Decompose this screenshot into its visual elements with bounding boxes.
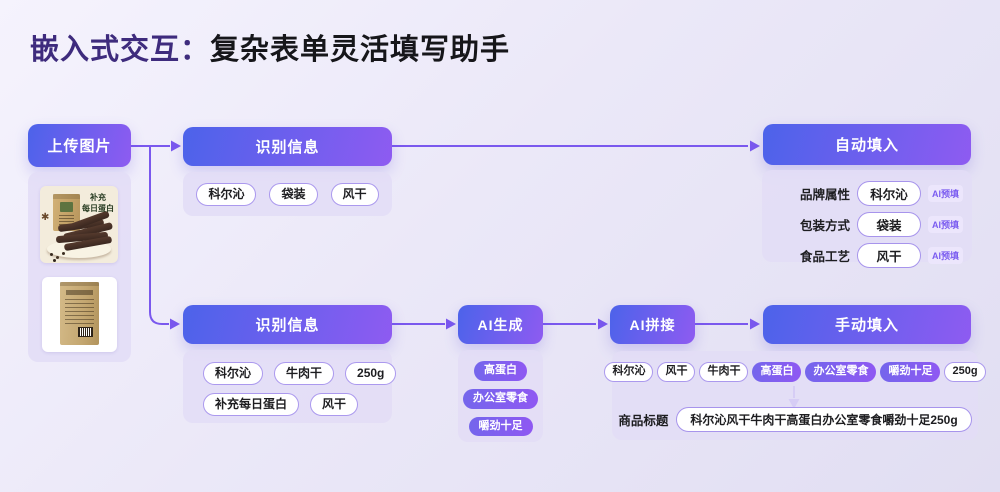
tag-pill: 风干 [657,362,696,382]
result-title-row: 商品标题 科尔沁风干牛肉干高蛋白办公室零食嚼劲十足250g [612,406,978,432]
tag-pill: 科尔沁 [604,362,654,382]
ai-prefill-badge: AI预填 [928,247,964,264]
tag-pill: 风干 [310,393,359,416]
auto-fill-form-panel: 品牌属性 科尔沁 AI预填 包装方式 袋装 AI预填 食品工艺 风干 AI预填 [762,170,972,268]
ai-splice-button[interactable]: AI拼接 [610,305,695,344]
tag-pill: 科尔沁 [203,362,264,385]
manual-fill-button[interactable]: 手动填入 [763,305,971,344]
tag-pill: 科尔沁 [196,182,257,206]
field-label: 食品工艺 [800,250,851,264]
nutrition-label-lines [65,299,94,327]
recognize-info-top-button[interactable]: 识别信息 [183,127,392,166]
auto-fill-button[interactable]: 自动填入 [763,124,971,165]
caption-line1: 补充 [90,193,106,202]
tag-pill: 补充每日蛋白 [203,393,300,416]
field-value-pill[interactable]: 袋装 [857,212,922,237]
form-field-packaging: 包装方式 袋装 AI预填 [800,212,972,237]
form-field-brand: 品牌属性 科尔沁 AI预填 [800,181,972,206]
recognize-bottom-tags-panel: 科尔沁牛肉干 250g 补充每日蛋白风干 [183,350,397,423]
result-title-value-pill[interactable]: 科尔沁风干牛肉干高蛋白办公室零食嚼劲十足250g [676,406,972,432]
tag-pill: 嚼劲十足 [468,416,533,437]
ai-generate-button[interactable]: AI生成 [458,305,543,344]
tag-pill: 250g [944,362,986,382]
ai-prefill-badge: AI预填 [928,185,964,202]
barcode [78,327,93,337]
tag-pill: 风干 [330,182,379,206]
tag-pill: 办公室零食 [463,388,538,409]
field-label: 包装方式 [800,219,851,233]
page-title: 嵌入式交互：复杂表单灵活填写助手 [30,26,510,68]
peppercorns [50,253,53,256]
upload-image-button[interactable]: 上传图片 [28,124,131,167]
page-title-prefix: 嵌入式交互： [30,34,211,66]
nutrition-label-title [66,290,93,295]
field-value-pill[interactable]: 风干 [857,243,922,268]
ai-generate-tags-panel: 高蛋白办公室零食嚼劲十足 [458,350,543,442]
tag-pill: 牛肉干 [699,362,749,382]
recognize-info-bottom-button[interactable]: 识别信息 [183,305,392,344]
kraft-bag-back [60,282,99,345]
tag-pill: 250g [345,362,397,385]
page-title-main: 复杂表单灵活填写助手 [210,34,511,66]
tag-pill: 办公室零食 [805,362,877,382]
tag-pill: 牛肉干 [274,362,335,385]
tag-pill: 高蛋白 [752,362,802,382]
tag-row-2: 补充每日蛋白风干 [203,393,392,416]
star-anise-decoration: ✱ [41,212,50,223]
tag-row-1: 科尔沁牛肉干 250g [203,362,397,385]
result-title-label: 商品标题 [618,413,669,428]
ai-prefill-badge: AI预填 [928,216,964,233]
bag-label [60,202,73,212]
product-photo-front: ✱ 补充 每日蛋白 [40,186,118,263]
uploaded-images-panel: ✱ 补充 每日蛋白 [28,172,131,362]
product-photo-caption: 补充 每日蛋白 [82,193,114,215]
tag-pill: 高蛋白 [474,361,527,381]
field-value-pill[interactable]: 科尔沁 [857,181,922,206]
tag-pill: 嚼劲十足 [880,362,941,382]
caption-line2: 每日蛋白 [82,203,114,213]
field-label: 品牌属性 [800,188,851,202]
recognize-top-tags-panel: 科尔沁袋装风干 [183,172,392,216]
form-field-process: 食品工艺 风干 AI预填 [800,243,972,268]
tag-pill: 袋装 [269,182,318,206]
product-photo-package-back [42,277,117,352]
